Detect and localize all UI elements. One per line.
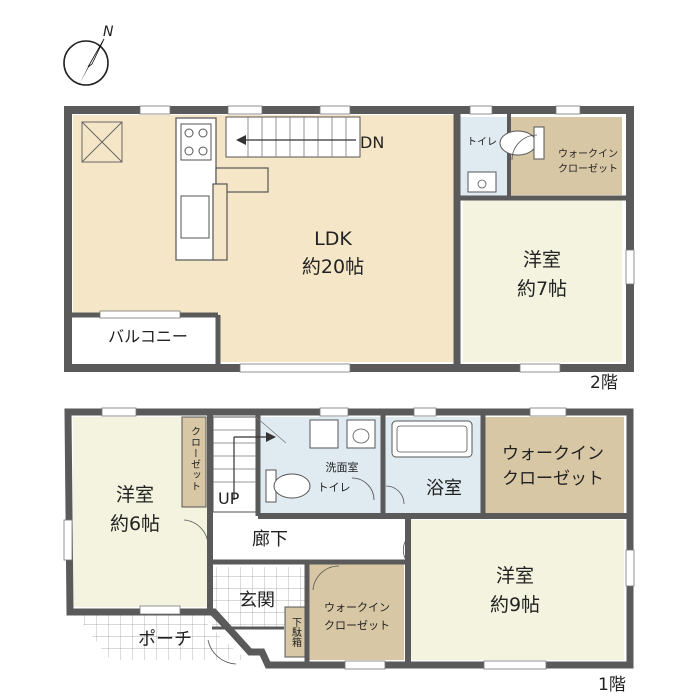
- walk-in-closet-1f-large-line1: ウォークイン: [502, 444, 604, 464]
- washer-icon: [309, 419, 339, 449]
- bedroom-6-size: 約6帖: [110, 513, 160, 535]
- shoe-box: [284, 606, 306, 658]
- window: [625, 549, 635, 587]
- bedroom-7-label: 洋室: [523, 249, 561, 271]
- bedroom-9-floor: [410, 520, 624, 660]
- toilet-fixture-1f: [265, 469, 311, 503]
- door-swing: [207, 639, 237, 665]
- balcony-floor: [73, 318, 215, 360]
- window: [344, 660, 386, 670]
- window: [555, 105, 581, 115]
- walk-in-closet-1f-small-line1: ウォークイン: [324, 601, 390, 614]
- toilet-2f-label: トイレ: [467, 137, 497, 148]
- kitchen-counter: [175, 117, 269, 261]
- porch-floor: [73, 610, 246, 660]
- hallway-label: 廊下: [252, 529, 288, 550]
- window: [101, 407, 137, 417]
- door-swing: [351, 477, 375, 501]
- floor-1-outer-wall: [64, 408, 634, 669]
- arrow-right-icon: [266, 432, 276, 442]
- bedroom-7-size: 約7帖: [517, 278, 567, 300]
- window: [139, 605, 181, 615]
- entrance-label: 玄関: [239, 590, 275, 611]
- shoe-box-label: 下駄箱: [290, 617, 302, 648]
- window: [99, 310, 181, 319]
- walk-in-closet-1f-small-floor: [309, 563, 404, 660]
- ldk-size: 約20帖: [302, 256, 364, 278]
- storage-x-icon: [81, 121, 123, 163]
- closet-vertical-label: クローゼット: [189, 426, 201, 492]
- window: [63, 519, 73, 561]
- sink-icon: [180, 195, 210, 239]
- window: [519, 363, 561, 373]
- closet-vertical: [181, 416, 207, 508]
- floor-2: DN トイレ ウォークイン クローゼット LDK 約20帖 洋室 約7帖 バルコ…: [64, 105, 635, 393]
- bath-label: 浴室: [426, 478, 462, 499]
- door-swing: [402, 539, 407, 561]
- window: [529, 407, 567, 417]
- bathtub-icon: [391, 420, 473, 458]
- toilet-fixture-2f: [467, 126, 545, 193]
- north-arrow-icon: N: [63, 24, 114, 86]
- ldk-label: LDK: [314, 228, 352, 250]
- walk-in-closet-2f-line1: ウォークイン: [558, 148, 618, 160]
- door-swing: [385, 485, 405, 505]
- arrow-left-icon: [236, 135, 246, 145]
- window: [139, 105, 171, 115]
- window: [319, 105, 351, 115]
- stair-up-label: UP: [218, 489, 240, 508]
- walk-in-closet-1f-small-line2: クローゼット: [324, 619, 390, 632]
- floor-2-outer-wall: [64, 106, 634, 372]
- walk-in-closet-2f-floor: [510, 117, 622, 195]
- walk-in-closet-1f-large-floor: [484, 417, 624, 515]
- walk-in-closet-2f-line2: クローゼット: [558, 163, 618, 175]
- door-swing: [511, 134, 538, 161]
- window: [469, 105, 493, 115]
- bedroom-9-size: 約9帖: [490, 594, 540, 616]
- bedroom-6-label: 洋室: [116, 484, 154, 506]
- door-swing: [312, 565, 340, 591]
- staircase-1f: [212, 416, 287, 513]
- wash-basin-icon: [346, 419, 376, 449]
- hand-sink-icon: [467, 171, 497, 193]
- north-label: N: [103, 24, 114, 40]
- window: [483, 660, 547, 670]
- window: [413, 407, 437, 417]
- staircase-2f: [225, 116, 361, 158]
- floor-1: クローゼット UP 洗面室 トイレ 浴室: [63, 407, 635, 695]
- stove-icon: [184, 128, 208, 156]
- entrance-door: [209, 613, 247, 651]
- walk-in-closet-1f-large-line2: クローゼット: [502, 469, 604, 489]
- window: [239, 363, 351, 373]
- stair-down-label: DN: [360, 133, 384, 152]
- porch-label: ポーチ: [138, 629, 192, 650]
- bedroom-9-label: 洋室: [496, 565, 534, 587]
- window: [319, 407, 349, 417]
- floor-2-label: 2階: [590, 373, 618, 393]
- door-swing: [183, 519, 209, 547]
- window: [625, 249, 635, 285]
- ldk-floor-lower: [218, 310, 456, 362]
- floor-1-label: 1階: [598, 675, 626, 695]
- bedroom-7-floor: [463, 200, 622, 362]
- toilet-1f-label: トイレ: [318, 481, 351, 494]
- window: [227, 105, 263, 115]
- balcony-label: バルコニー: [108, 327, 188, 346]
- washroom-label: 洗面室: [326, 460, 359, 474]
